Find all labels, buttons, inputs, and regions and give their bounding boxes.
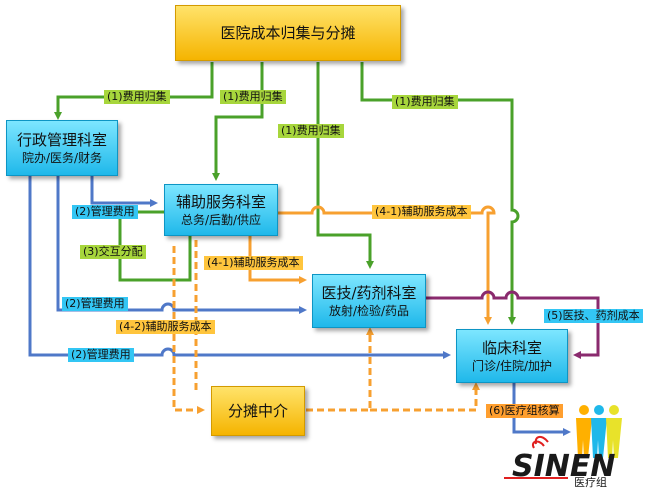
label-mgmt-1: (2)管理费用: [72, 205, 138, 219]
label-aux-4-2: (4-2)辅助服务成本: [116, 320, 215, 334]
clinic-dept-box: 临床科室 门诊/住院/加护: [456, 329, 568, 383]
clinic-dept-title: 临床科室: [481, 338, 542, 357]
label-tech-5: (5)医技、药剂成本: [544, 309, 643, 323]
arrow-mgmt-aux: [90, 176, 158, 207]
hospital-cost-title: 医院成本归集与分摊: [220, 24, 356, 42]
sinen-logo: SINEN 医疗组: [504, 436, 615, 489]
arrow-mgmt-clinic: [28, 176, 451, 359]
arrow-aux-clinic: [278, 205, 496, 325]
admin-dept-sub: 院办/医务/财务: [21, 150, 103, 165]
arrow-clinic-team: [512, 380, 571, 436]
tech-dept-sub: 放射/检验/药品: [328, 303, 410, 318]
broker-box: 分摊中介: [211, 386, 305, 436]
label-mgmt-3: (2)管理费用: [68, 348, 134, 362]
label-collect-1: (1)费用归集: [104, 90, 170, 104]
label-aux-4-1-tech: (4-1)辅助服务成本: [204, 256, 303, 270]
broker-title: 分摊中介: [227, 402, 288, 420]
arrow-collect-clinic: [360, 62, 520, 325]
arrow-collect-aux: [212, 62, 264, 181]
label-mutual: (3)交互分配: [80, 245, 146, 259]
clinic-dept-sub: 门诊/住院/加护: [471, 358, 553, 373]
admin-dept-box: 行政管理科室 院办/医务/财务: [6, 120, 118, 176]
label-collect-3: (1)费用归集: [278, 124, 344, 138]
arrow-broker-clinic: [370, 382, 480, 412]
arrow-broker-tech: [306, 327, 374, 412]
arrow-mgmt-tech: [56, 176, 307, 314]
label-mgmt-2: (2)管理费用: [62, 297, 128, 311]
tech-dept-title: 医技/药剂科室: [321, 283, 417, 302]
arrow-aux-tech: [248, 235, 307, 284]
aux-dept-title: 辅助服务科室: [175, 192, 266, 211]
label-team-6: (6)医疗组核算: [486, 404, 563, 418]
label-aux-4-1-clinic: (4-1)辅助服务成本: [372, 205, 471, 219]
aux-dept-sub: 总务/后勤/供应: [180, 212, 262, 227]
tech-dept-box: 医技/药剂科室 放射/检验/药品: [312, 274, 426, 328]
arrow-collect-tech: [316, 62, 374, 269]
arrow-aux-broker: [172, 246, 205, 414]
arrow-tech-clinic: [426, 290, 600, 359]
hospital-cost-title-box: 医院成本归集与分摊: [175, 5, 401, 61]
label-collect-2: (1)费用归集: [220, 90, 286, 104]
label-collect-4: (1)费用归集: [392, 95, 458, 109]
medical-team-icon: [576, 405, 622, 458]
logo-subtext: 医疗组: [574, 475, 607, 489]
aux-dept-box: 辅助服务科室 总务/后勤/供应: [164, 184, 278, 236]
admin-dept-title: 行政管理科室: [16, 130, 107, 149]
